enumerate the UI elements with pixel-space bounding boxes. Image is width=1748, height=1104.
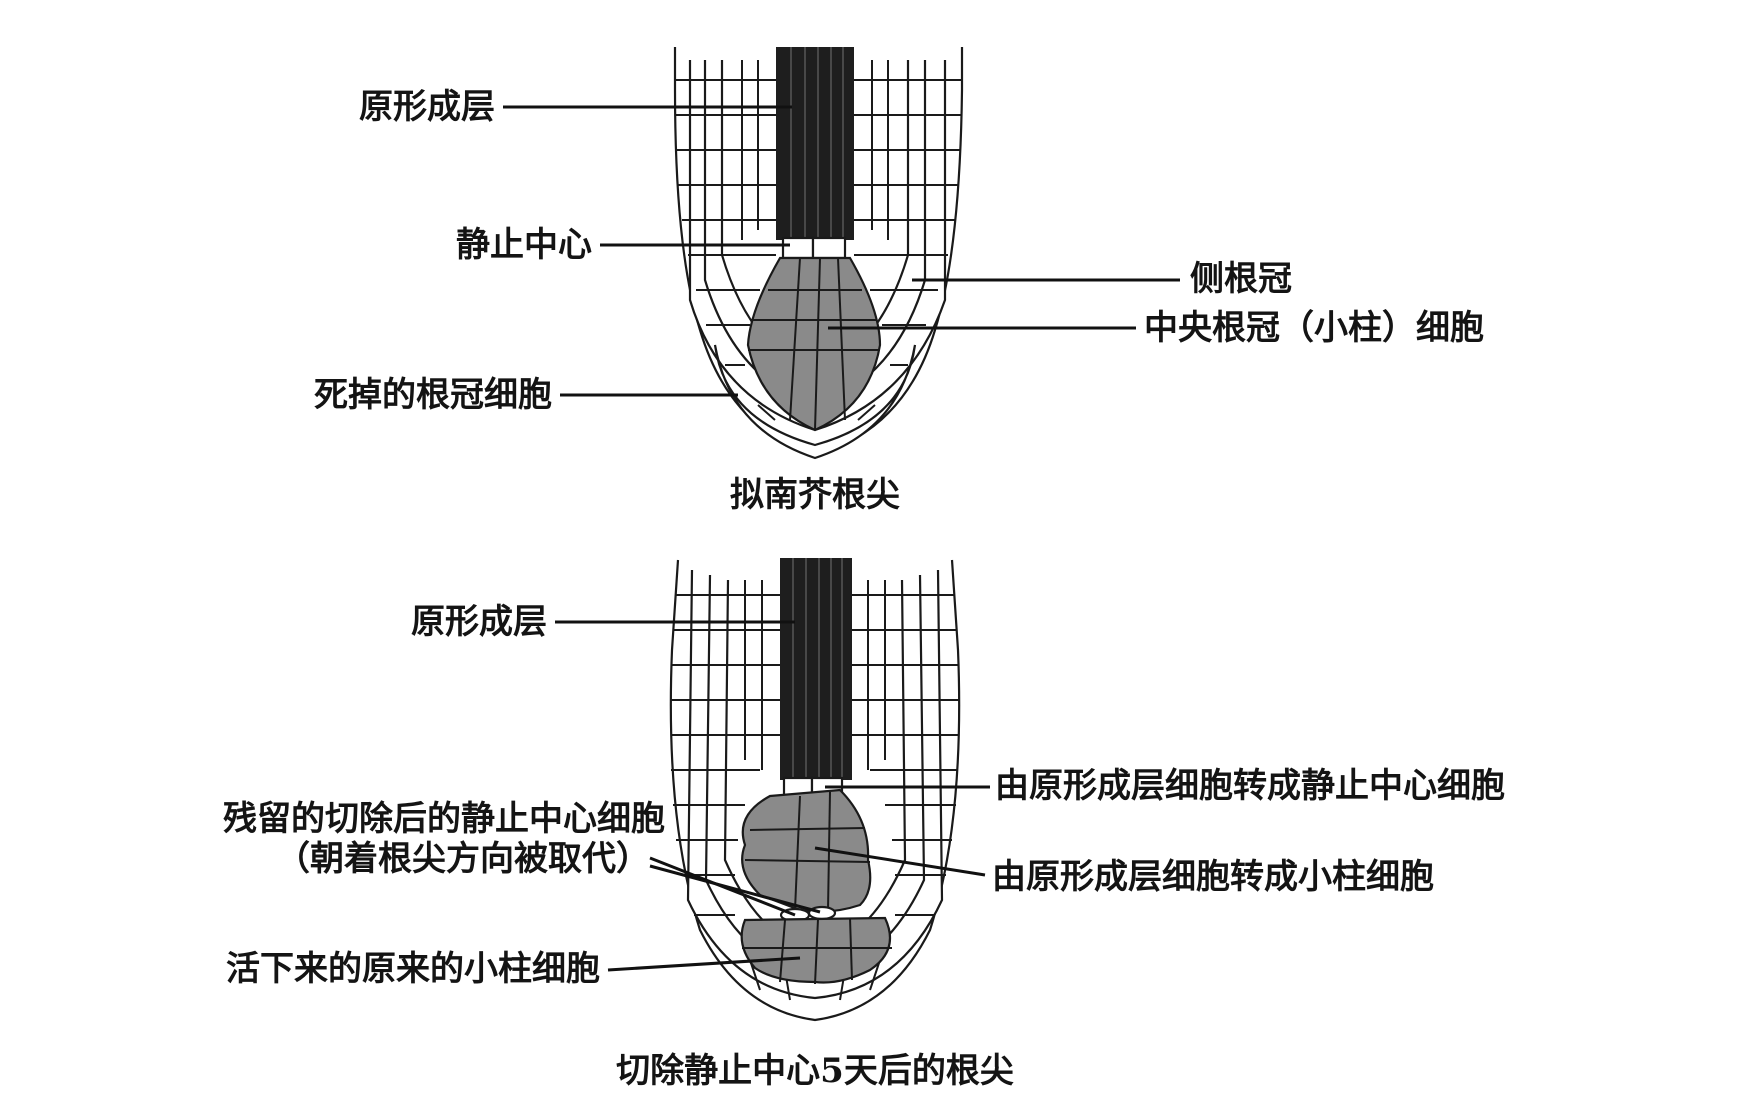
top-dead-cap-layer (713, 344, 917, 460)
label-procambium-to-qc: 由原形成层细胞转成静止中心细胞 (995, 766, 1505, 806)
label-procambium-to-columella: 由原形成层细胞转成小柱细胞 (992, 857, 1434, 897)
bottom-new-columella (741, 788, 872, 913)
leader-residual-qc-b (649, 864, 821, 914)
label-bottom-procambium: 原形成层 (411, 602, 547, 642)
bottom-root-tip (669, 558, 961, 1022)
leader-surviving-columella (607, 956, 801, 972)
bottom-flank-cell-walls (671, 580, 959, 1001)
top-flank-cell-walls (675, 60, 962, 421)
leader-bottom-new-columella (814, 846, 986, 877)
label-top-lateral-root-cap: 侧根冠 (1190, 259, 1292, 299)
caption-bottom: 切除静止中心5天后的根尖 (616, 1051, 1014, 1091)
bottom-surviving-columella-walls (742, 917, 892, 985)
label-top-central-root-cap: 中央根冠（小柱）细胞 (1144, 308, 1484, 348)
bottom-procambium-files (792, 558, 843, 778)
label-surviving-columella: 活下来的原来的小柱细胞 (226, 949, 600, 989)
label-residual-qc-line1: 残留的切除后的静止中心细胞 (223, 799, 665, 839)
top-columella-walls (748, 257, 880, 431)
top-procambium (776, 47, 854, 240)
top-quiescent-center-left (781, 236, 815, 260)
label-residual-qc-line2: （朝着根尖方向被取代） (276, 839, 650, 879)
caption-top: 拟南芥根尖 (730, 475, 900, 515)
bottom-procambium (780, 558, 852, 780)
label-top-quiescent-center: 静止中心 (456, 225, 592, 265)
top-procambium-files (790, 47, 844, 238)
label-top-dead-cap-cells: 死掉的根冠细胞 (314, 375, 552, 415)
top-quiescent-center-right (811, 236, 847, 260)
top-root-tip (673, 47, 964, 460)
label-top-procambium: 原形成层 (359, 87, 495, 127)
